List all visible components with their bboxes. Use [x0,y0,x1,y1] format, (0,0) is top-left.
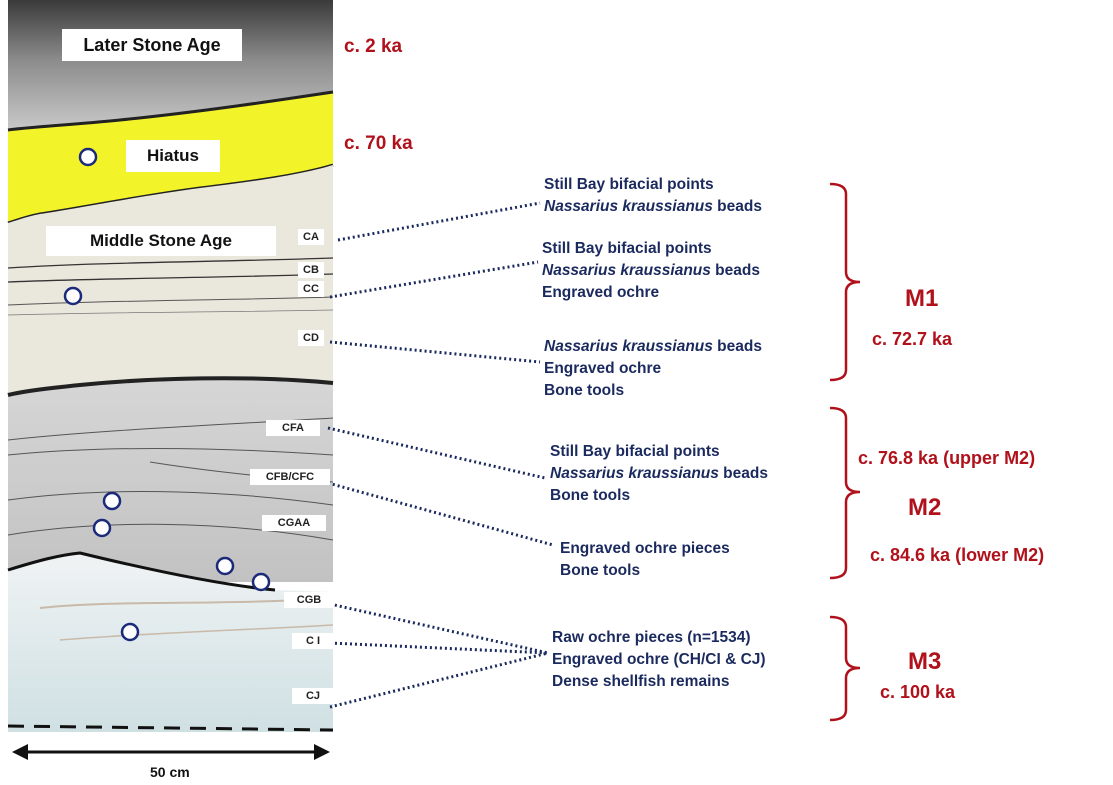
label-hiatus: Hiatus [126,140,220,172]
sample-marker [63,286,83,306]
finds-line: Nassarius kraussianus beads [550,465,768,482]
date-lsa: c. 2 ka [344,36,403,57]
layer-code-ci: C I [292,633,334,649]
sample-marker [78,147,98,167]
finds-line: Bone tools [560,562,641,579]
scale-label: 50 cm [150,764,190,780]
phase-m2: M2 [908,494,942,521]
layer-msa-middle [8,378,333,582]
finds-line: Engraved ochre [542,284,660,301]
finds-line: Nassarius kraussianus beads [544,198,762,215]
layer-code-cc: CC [298,281,324,297]
finds-cfa: Still Bay bifacial points Nassarius krau… [550,441,768,507]
date-m2-lower: c. 84.6 ka (lower M2) [870,545,1045,565]
finds-m3: Raw ochre pieces (n=1534) Engraved ochre… [552,627,766,693]
phase-m1: M1 [905,285,939,312]
date-m3: c. 100 ka [880,682,956,702]
date-hiatus: c. 70 ka [344,133,413,154]
sample-markers [63,147,271,642]
finds-line: Engraved ochre [544,360,662,377]
finds-line: Still Bay bifacial points [550,443,720,460]
phase-m3: M3 [908,648,942,675]
finds-cd: Nassarius kraussianus beads Engraved och… [544,336,762,402]
finds-line: Nassarius kraussianus beads [542,262,760,279]
layer-code-cgb: CGB [284,592,334,608]
scale-bar [12,744,330,760]
date-m2-upper: c. 76.8 ka (upper M2) [858,448,1036,468]
finds-line: Engraved ochre (CH/CI & CJ) [552,651,766,668]
layer-code-cgaa: CGAA [262,515,326,531]
finds-line: Engraved ochre pieces [560,540,730,557]
finds-ca: Still Bay bifacial points Nassarius krau… [544,174,762,218]
date-m1: c. 72.7 ka [872,329,953,349]
layer-code-cfb-cfc: CFB/CFC [250,469,330,485]
phase-brackets [829,182,861,722]
layer-code-cd: CD [298,330,324,346]
finds-cc: Still Bay bifacial points Nassarius krau… [542,238,760,304]
label-later-stone-age: Later Stone Age [62,29,242,61]
layer-msa-upper [8,165,333,395]
layer-code-cj: CJ [292,688,334,704]
sample-marker [215,556,235,576]
finds-line: Dense shellfish remains [552,673,730,690]
layer-msa-lower [8,553,333,732]
layer-code-cb: CB [298,262,324,278]
sample-marker [102,491,122,511]
layer-code-cfa: CFA [266,420,320,436]
finds-line: Still Bay bifacial points [544,176,714,193]
sample-marker [92,518,112,538]
connector-lines [327,201,554,709]
sample-marker [251,572,271,592]
finds-line: Nassarius kraussianus beads [544,338,762,355]
finds-line: Bone tools [544,382,625,399]
finds-cfb-cfc: Engraved ochre pieces Bone tools [560,538,730,582]
sample-marker [120,622,140,642]
finds-line: Bone tools [550,487,631,504]
layer-code-ca: CA [298,229,324,245]
label-middle-stone-age: Middle Stone Age [46,226,276,256]
finds-line: Still Bay bifacial points [542,240,712,257]
finds-line: Raw ochre pieces (n=1534) [552,629,751,646]
